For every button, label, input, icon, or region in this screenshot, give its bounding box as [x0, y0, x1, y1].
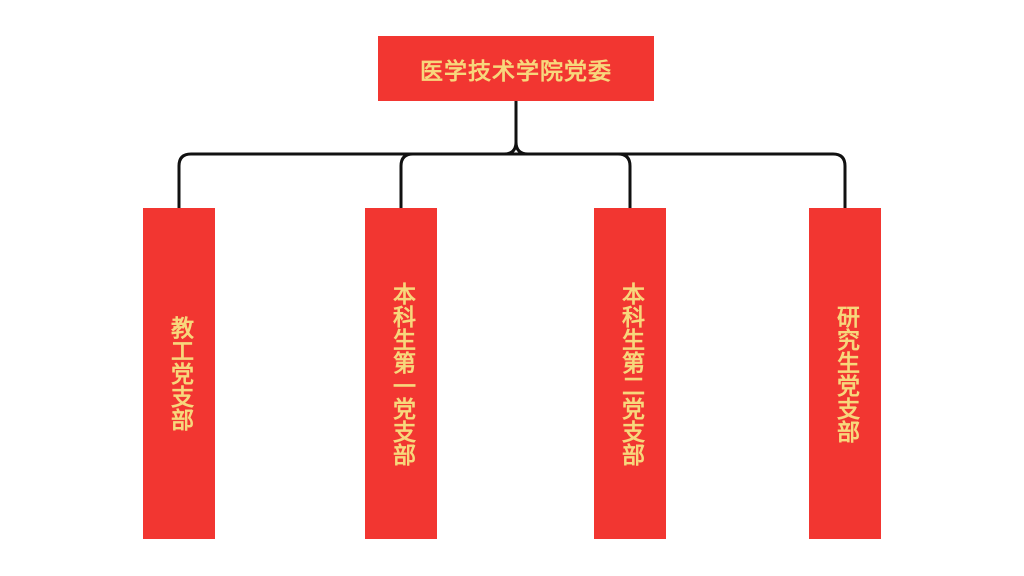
party-committee-label: 医学技术学院党委 [420, 58, 612, 85]
party-committee-box[interactable]: 医学技术学院党委 [378, 36, 654, 101]
undergrad-first-branch-label: 本科生第一党支部 [388, 281, 415, 466]
graduate-branch-box[interactable]: 研究生党支部 [809, 208, 881, 539]
connector-branch-1 [177, 152, 506, 210]
connector-branch-2 [399, 152, 442, 210]
connector-branch-3 [526, 152, 632, 210]
undergrad-second-branch-label: 本科生第二党支部 [617, 281, 644, 466]
faculty-branch-box[interactable]: 教工党支部 [143, 208, 215, 539]
faculty-branch-label: 教工党支部 [166, 316, 193, 431]
root-stem-connector [502, 99, 530, 156]
undergrad-second-branch-box[interactable]: 本科生第二党支部 [594, 208, 666, 539]
graduate-branch-label: 研究生党支部 [832, 304, 859, 443]
undergrad-first-branch-box[interactable]: 本科生第一党支部 [365, 208, 437, 539]
connector-branch-4 [598, 152, 847, 210]
